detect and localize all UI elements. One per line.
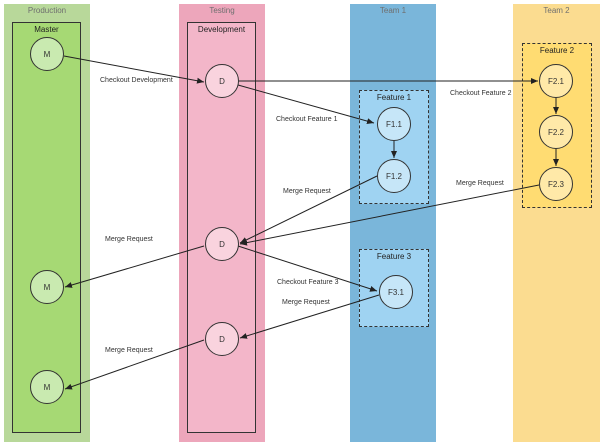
commit-node-f2-2[interactable]: F2.2 <box>539 115 573 149</box>
commit-node-f2-1[interactable]: F2.1 <box>539 64 573 98</box>
edge-d3-m3 <box>64 339 205 390</box>
edge-label-merge-f23: Merge Request <box>456 180 504 187</box>
lane-title: Team 1 <box>379 6 407 15</box>
commit-node-master-3[interactable]: M <box>30 370 64 404</box>
lane-title: Team 2 <box>543 6 570 15</box>
edge-label-checkout-feature2: Checkout Feature 2 <box>450 90 512 97</box>
branch-title: Development <box>197 25 246 34</box>
group-title: Feature 2 <box>539 46 575 55</box>
commit-node-development-2[interactable]: D <box>205 227 239 261</box>
edge-f12-d2 <box>239 175 378 244</box>
edge-label-checkout-development: Checkout Development <box>100 77 173 84</box>
edge-label-checkout-feature3: Checkout Feature 3 <box>277 279 339 286</box>
lane-team1: Team 1 <box>350 4 436 442</box>
edge-m1-d1 <box>63 55 205 84</box>
edge-label-merge-f31: Merge Request <box>282 299 330 306</box>
edge-d2-f31 <box>237 245 378 292</box>
edge-label-checkout-feature1: Checkout Feature 1 <box>276 116 338 123</box>
commit-node-f1-1[interactable]: F1.1 <box>377 107 411 141</box>
edge-f31-d3 <box>239 294 380 339</box>
master-branch-box: Master <box>12 22 81 433</box>
commit-node-development-1[interactable]: D <box>205 64 239 98</box>
lane-title: Testing <box>209 6 235 15</box>
edge-label-merge-d3-m3: Merge Request <box>105 347 153 354</box>
group-title: Feature 3 <box>376 252 412 261</box>
commit-node-master-2[interactable]: M <box>30 270 64 304</box>
commit-node-master-1[interactable]: M <box>30 37 64 71</box>
edge-label-merge-f12: Merge Request <box>283 188 331 195</box>
edge-f23-d2 <box>239 184 540 246</box>
edge-d2-m2 <box>64 245 205 288</box>
commit-node-f2-3[interactable]: F2.3 <box>539 167 573 201</box>
commit-node-f3-1[interactable]: F3.1 <box>379 275 413 309</box>
edge-label-merge-d2-m2: Merge Request <box>105 236 153 243</box>
edge-d1-f11 <box>237 84 375 125</box>
branch-title: Master <box>34 25 59 34</box>
commit-node-development-3[interactable]: D <box>205 322 239 356</box>
commit-node-f1-2[interactable]: F1.2 <box>377 159 411 193</box>
lane-title: Production <box>27 6 67 15</box>
lane-production: Production Master <box>4 4 90 442</box>
group-title: Feature 1 <box>376 93 412 102</box>
